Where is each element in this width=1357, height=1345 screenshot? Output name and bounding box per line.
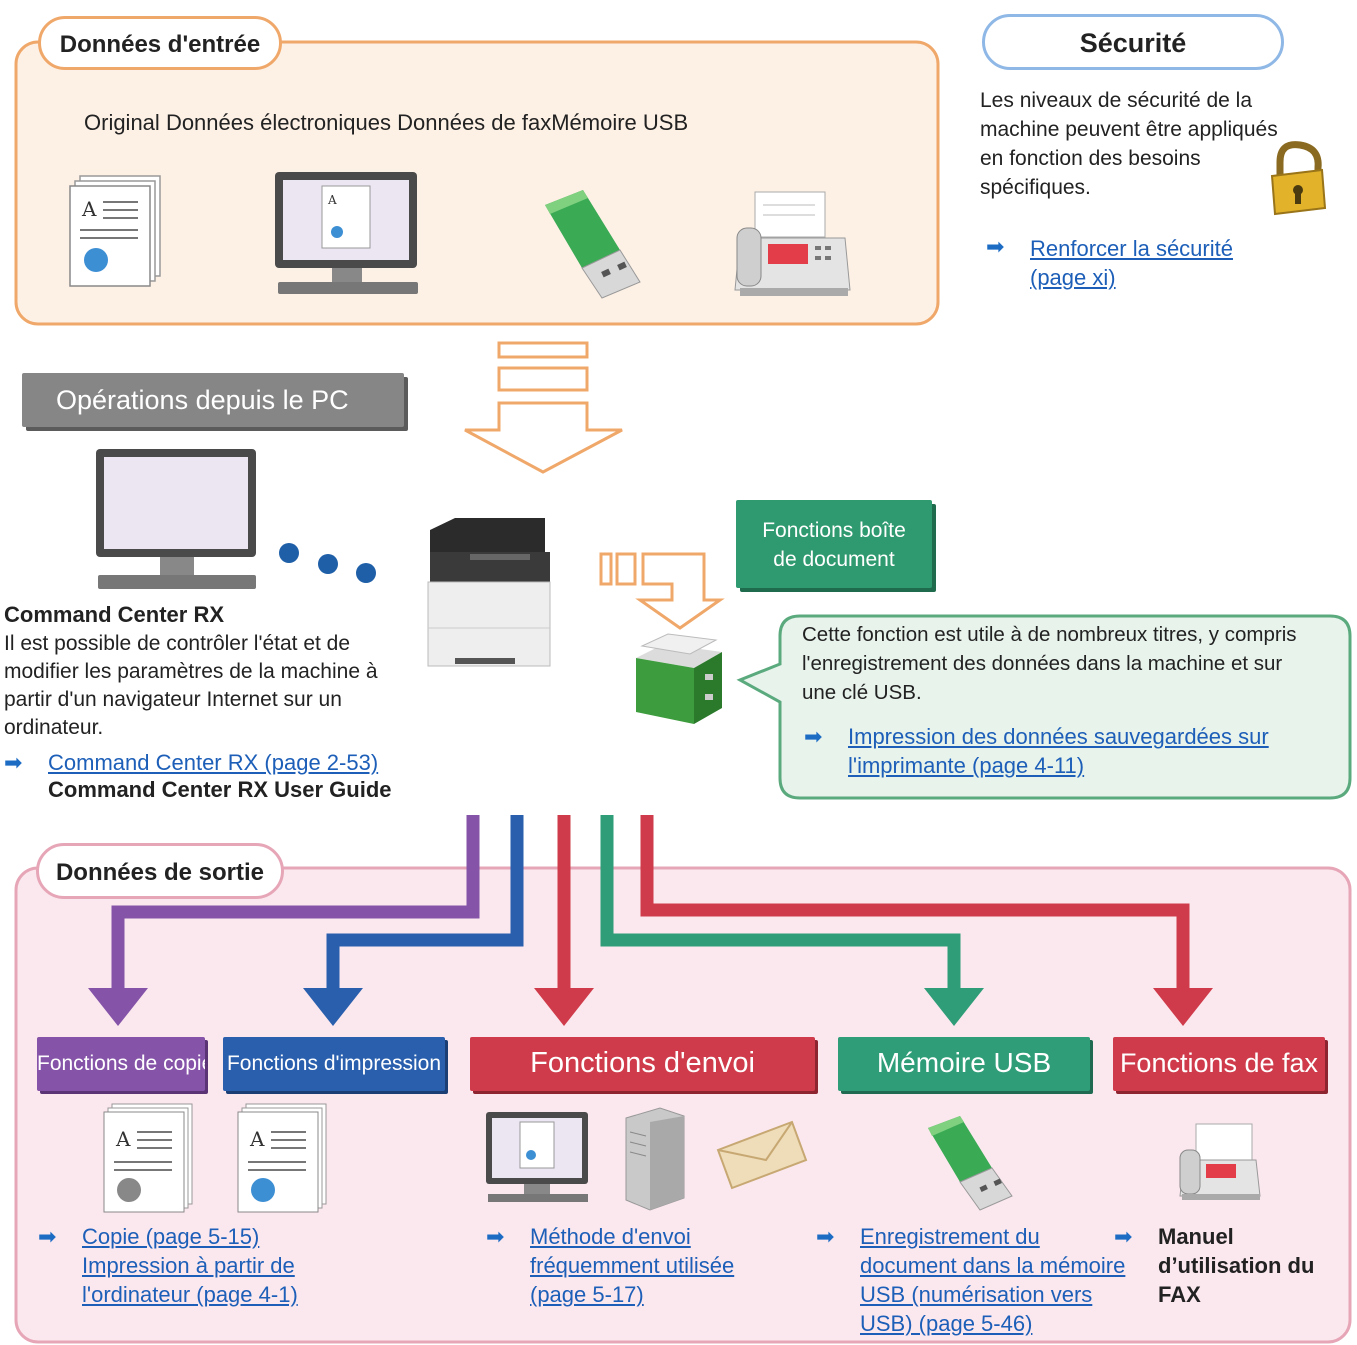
- fax-manual-label: Manuel d’utilisation du FAX: [1158, 1224, 1315, 1307]
- pc-operations-button: Opérations depuis le PC: [22, 373, 404, 427]
- input-type-labels: Original Données électroniques Données d…: [84, 110, 688, 136]
- fax-manual-arrow-icon: ➡: [1114, 1224, 1133, 1249]
- docbox-flow-arrow: [599, 552, 725, 630]
- print-document-icon: A: [237, 1103, 327, 1213]
- output-section-title: Données de sortie: [36, 843, 284, 899]
- usb-scan-link[interactable]: Enregistrement du document dans la mémoi…: [860, 1224, 1126, 1336]
- copy-link-arrow-icon: ➡: [38, 1224, 57, 1249]
- svg-text:A: A: [327, 193, 337, 207]
- copy-link[interactable]: Copie (page 5-15): [82, 1224, 260, 1249]
- document-box-button: Fonctions boîte de document: [736, 500, 932, 588]
- document-box-description: Cette fonction est utile à de nombreux t…: [802, 623, 1297, 704]
- original-document-icon: A: [69, 175, 161, 287]
- command-center-guide: Command Center RX User Guide: [48, 777, 392, 802]
- svg-text:A: A: [81, 197, 97, 221]
- output-flow-lines: [111, 815, 1190, 990]
- fax-machine-icon: [734, 191, 851, 296]
- input-section-box: [14, 40, 940, 326]
- usb-stick-output-icon: [928, 1116, 1013, 1211]
- input-section-title: Données d'entrée: [38, 16, 282, 70]
- fax-functions-button: Fonctions de fax: [1113, 1037, 1325, 1091]
- document-box-link-arrow-icon: ➡: [804, 724, 823, 749]
- svg-text:A: A: [249, 1127, 265, 1151]
- input-label-fax-data: Données de fax: [397, 110, 552, 135]
- document-box-button-line2: de document: [773, 548, 895, 571]
- output-arrowheads: [88, 988, 1213, 1026]
- input-label-original: Original: [84, 110, 160, 135]
- server-tower-icon: [625, 1107, 685, 1211]
- document-box-link[interactable]: Impression des données sauvegardées sur …: [848, 724, 1269, 778]
- print-functions-button: Fonctions d'impression: [223, 1037, 445, 1091]
- pc-monitor-icon: [96, 449, 256, 589]
- email-envelope-icon: [716, 1120, 808, 1190]
- fax-output-icon: [1179, 1123, 1261, 1200]
- connection-dots: [279, 543, 376, 583]
- svg-text:A: A: [115, 1127, 131, 1151]
- command-center-link-arrow-icon: ➡: [4, 750, 23, 775]
- lock-icon: [1270, 141, 1327, 216]
- send-method-link[interactable]: Méthode d'envoi fréquemment utilisée (pa…: [530, 1224, 735, 1307]
- usb-memory-button: Mémoire USB: [838, 1037, 1090, 1091]
- command-center-description: Il est possible de contrôler l'état et d…: [4, 632, 378, 739]
- security-description: Les niveaux de sécurité de la machine pe…: [980, 89, 1278, 199]
- security-link[interactable]: Renforcer la sécurité (page xi): [1030, 236, 1233, 290]
- command-center-heading: Command Center RX: [4, 602, 225, 627]
- input-label-electronic-data: Données électroniques: [165, 110, 391, 135]
- input-flow-arrow: [464, 341, 623, 474]
- send-link-arrow-icon: ➡: [486, 1224, 505, 1249]
- document-box-icon: [636, 633, 722, 724]
- multifunction-printer-icon: [427, 518, 551, 667]
- copy-document-icon: A: [103, 1103, 193, 1213]
- computer-electronic-data-icon: A: [275, 172, 418, 294]
- copy-functions-button: Fonctions de copie: [37, 1037, 205, 1091]
- usb-stick-icon: [545, 190, 641, 299]
- send-functions-button: Fonctions d'envoi: [470, 1037, 815, 1091]
- document-box-button-line1: Fonctions boîte: [762, 519, 906, 542]
- command-center-link[interactable]: Command Center RX (page 2-53): [48, 750, 379, 775]
- send-computer-icon: [486, 1112, 588, 1202]
- security-title: Sécurité: [982, 14, 1284, 70]
- print-from-pc-link[interactable]: Impression à partir de l'ordinateur (pag…: [82, 1253, 298, 1307]
- usb-link-arrow-icon: ➡: [816, 1224, 835, 1249]
- output-section-box: [14, 866, 1352, 1344]
- security-link-arrow-icon: ➡: [986, 234, 1005, 259]
- input-label-usb-memory: Mémoire USB: [551, 110, 689, 135]
- docbox-speech-bubble: [736, 614, 1352, 800]
